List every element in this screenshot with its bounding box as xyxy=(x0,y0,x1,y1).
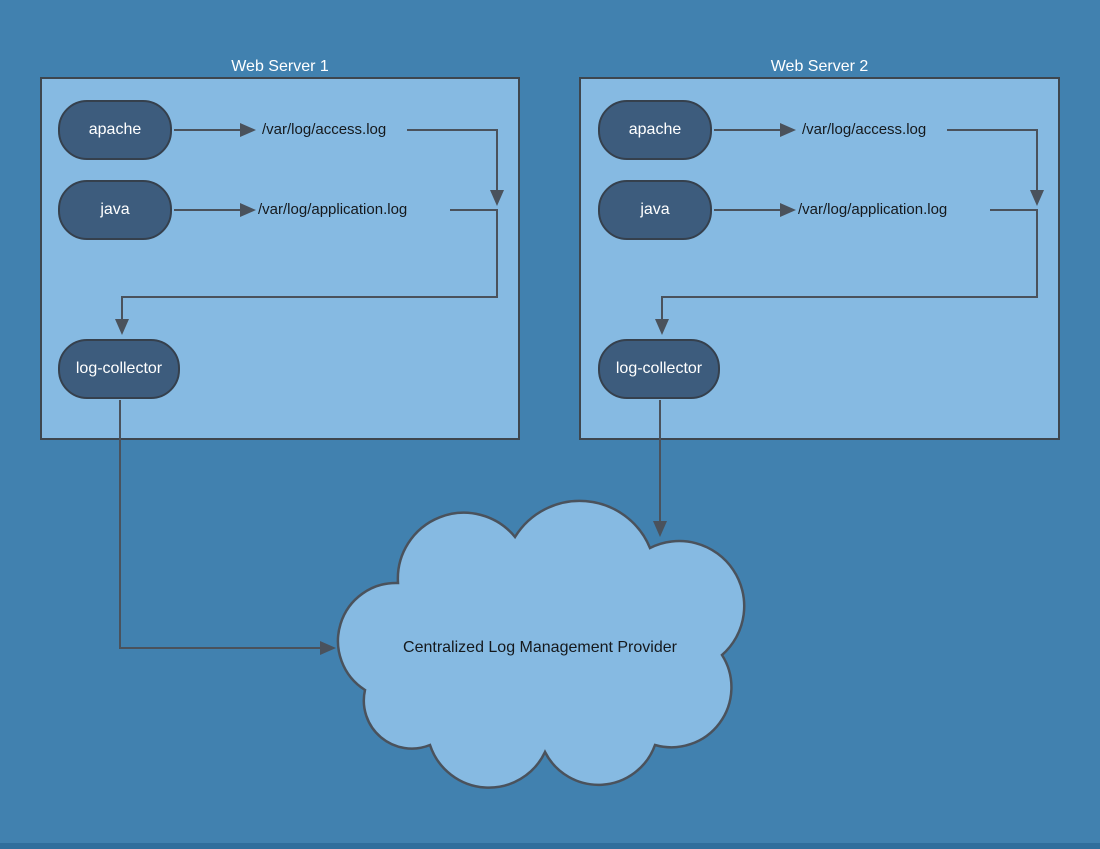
label-application-log-2: /var/log/application.log xyxy=(798,201,948,218)
cloud-label: Centralized Log Management Provider xyxy=(403,639,677,656)
node-log-collector-2[interactable]: log-collector xyxy=(598,339,720,399)
label-application-log-1: /var/log/application.log xyxy=(258,201,408,218)
node-java-1[interactable]: java xyxy=(58,180,172,240)
label-access-log-1: /var/log/access.log xyxy=(262,121,387,138)
arrow-application-log2-to-collector[interactable] xyxy=(655,209,1038,335)
cloud-shape[interactable] xyxy=(336,499,746,789)
canvas-bottom-edge xyxy=(0,843,1100,849)
arrow-collector1-to-cloud[interactable] xyxy=(119,400,336,655)
arrow-access-log2-to-junction[interactable] xyxy=(947,129,1044,206)
node-apache-2[interactable]: apache xyxy=(598,100,712,160)
node-log-collector-1[interactable]: log-collector xyxy=(58,339,180,399)
arrow-access-log1-to-junction[interactable] xyxy=(407,129,504,206)
arrow-application-log1-to-collector[interactable] xyxy=(115,209,498,335)
label-access-log-2: /var/log/access.log xyxy=(802,121,927,138)
web-server-2-title: Web Server 2 xyxy=(770,58,869,75)
node-apache-1[interactable]: apache xyxy=(58,100,172,160)
web-server-1-title: Web Server 1 xyxy=(231,58,329,75)
node-java-2[interactable]: java xyxy=(598,180,712,240)
